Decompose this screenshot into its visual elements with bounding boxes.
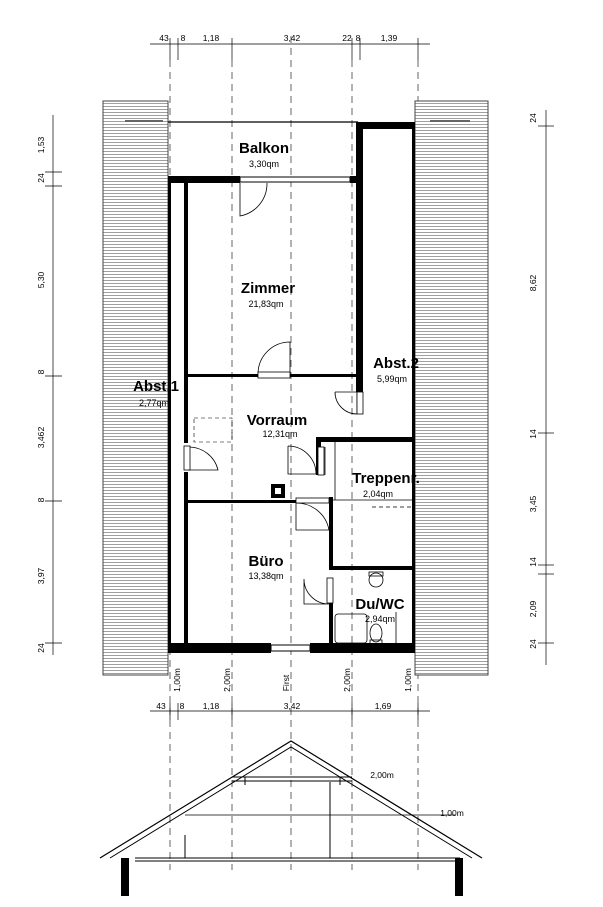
left-dimension-chain bbox=[45, 115, 62, 655]
room-name: Zimmer bbox=[241, 280, 295, 297]
right-dimension-chain bbox=[538, 110, 554, 665]
top-dimension-labels: 43 8 1,18 3,42 22 8 1,39 bbox=[159, 33, 397, 43]
height-label: 2,00m bbox=[222, 668, 232, 692]
room-label-abst1: Abst.1 2,77qm bbox=[133, 378, 179, 408]
roof-right-hatch bbox=[414, 100, 489, 676]
exterior-walls bbox=[168, 122, 415, 653]
room-label-balkon: Balkon 3,30qm bbox=[239, 140, 289, 169]
section-label: 1,00m bbox=[440, 808, 464, 818]
room-name: Du/WC bbox=[355, 596, 404, 613]
dim-label: 24 bbox=[36, 643, 46, 653]
dim-label: 8,62 bbox=[528, 274, 538, 291]
dim-label: 1,18 bbox=[203, 701, 220, 711]
room-label-abst2: Abst.2 5,99qm bbox=[373, 355, 419, 384]
room-area: 5,99qm bbox=[377, 374, 407, 384]
dim-label: 3,46 bbox=[36, 431, 46, 448]
dim-label: 8 bbox=[36, 369, 46, 374]
dim-label: 14 bbox=[528, 429, 538, 439]
dim-label: 43 bbox=[159, 33, 169, 43]
dim-label: 8 bbox=[181, 33, 186, 43]
room-area: 12,31qm bbox=[262, 429, 297, 439]
height-label: 1,00m bbox=[403, 668, 413, 692]
section-label: 2,00m bbox=[370, 770, 394, 780]
height-label: 1,00m bbox=[172, 668, 182, 692]
height-label: 2,00m bbox=[342, 668, 352, 692]
dim-label: 8 bbox=[36, 497, 46, 502]
dim-label: 2,09 bbox=[528, 600, 538, 617]
dim-label: 14 bbox=[528, 557, 538, 567]
room-name: Vorraum bbox=[247, 412, 308, 429]
room-name: Abst.1 bbox=[133, 378, 179, 395]
room-label-duwc: Du/WC 2,94qm bbox=[355, 596, 404, 624]
dim-label: 3,97 bbox=[36, 567, 46, 584]
room-name: Balkon bbox=[239, 140, 289, 157]
windows bbox=[239, 176, 351, 652]
dim-label: 8 bbox=[180, 701, 185, 711]
room-label-vorraum: Vorraum 12,31qm bbox=[247, 412, 308, 439]
left-dimension-labels: 1,53 24 5,30 8 3,46 2 8 3,97 24 bbox=[36, 136, 46, 652]
room-area: 3,30qm bbox=[249, 159, 279, 169]
height-label: First bbox=[281, 674, 291, 691]
dim-label: 24 bbox=[36, 173, 46, 183]
room-area: 2,94qm bbox=[365, 614, 395, 624]
room-area: 13,38qm bbox=[248, 571, 283, 581]
roof-section bbox=[99, 740, 483, 862]
room-label-buero: Büro 13,38qm bbox=[248, 553, 283, 581]
top-dimension-chain bbox=[150, 38, 430, 60]
dim-label: 1,69 bbox=[375, 701, 392, 711]
dim-label: 8 bbox=[356, 33, 361, 43]
room-label-zimmer: Zimmer 21,83qm bbox=[241, 280, 295, 309]
dim-label: 3,42 bbox=[284, 701, 301, 711]
room-area: 2,77qm bbox=[139, 398, 169, 408]
room-name: Büro bbox=[249, 553, 284, 570]
bottom-dimension-chain bbox=[150, 703, 430, 720]
room-name: Abst.2 bbox=[373, 355, 419, 372]
dim-label: 24 bbox=[528, 113, 538, 123]
dim-label: 24 bbox=[528, 639, 538, 649]
room-name: Treppenr. bbox=[352, 470, 420, 487]
dim-label: 1,39 bbox=[381, 33, 398, 43]
room-area: 21,83qm bbox=[248, 299, 283, 309]
sanitary-fixtures bbox=[334, 571, 397, 645]
bottom-dimension-labels: 43 8 1,18 3,42 1,69 bbox=[156, 701, 391, 711]
right-dimension-labels: 24 8,62 14 3,45 14 2,09 24 bbox=[528, 113, 538, 649]
room-area: 2,04qm bbox=[363, 489, 393, 499]
dim-label: 2 bbox=[36, 426, 46, 431]
dim-label: 22 bbox=[342, 33, 352, 43]
dim-label: 1,18 bbox=[203, 33, 220, 43]
dim-label: 3,42 bbox=[284, 33, 301, 43]
stair-lines bbox=[324, 442, 412, 508]
dim-label: 3,45 bbox=[528, 495, 538, 512]
dim-label: 43 bbox=[156, 701, 166, 711]
dim-label: 5,30 bbox=[36, 271, 46, 288]
roof-left-hatch bbox=[102, 100, 169, 676]
room-label-treppenr: Treppenr. 2,04qm bbox=[352, 470, 420, 499]
dim-label: 1,53 bbox=[36, 136, 46, 153]
height-line-labels: 1,00m 2,00m First 2,00m 1,00m bbox=[172, 668, 413, 692]
